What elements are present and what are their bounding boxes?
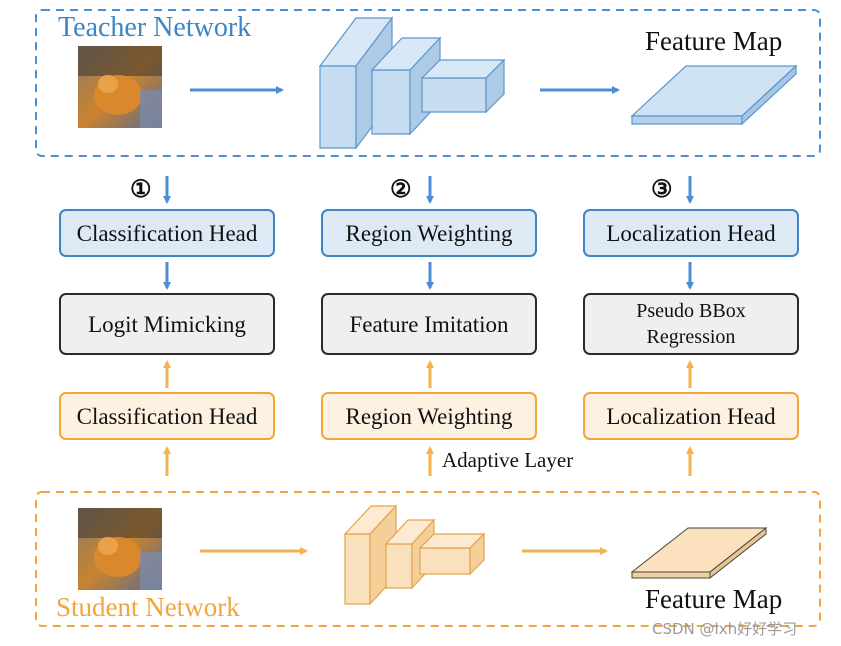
logit-mimicking-label: Logit Mimicking [88, 311, 246, 337]
student-localization-head: Localization Head [583, 392, 799, 440]
student-vertical-arrows [163, 360, 694, 476]
teacher-localization-head-label: Localization Head [606, 220, 776, 246]
student-backbone-blocks [343, 504, 486, 606]
teacher-vertical-arrows [163, 176, 694, 290]
teacher-classification-head-label: Classification Head [76, 220, 258, 246]
teacher-network-title: Teacher Network [58, 12, 252, 43]
teacher-backbone-blocks [318, 16, 506, 150]
teacher-localization-head: Localization Head [583, 209, 799, 257]
student-network-title: Student Network [56, 592, 240, 622]
pseudo-bbox-regression-label: Pseudo BBox Regression [636, 300, 746, 348]
student-region-weighting: Region Weighting [321, 392, 537, 440]
student-classification-head: Classification Head [59, 392, 275, 440]
teacher-network-frame [35, 9, 821, 157]
logit-mimicking-box: Logit Mimicking [59, 293, 275, 355]
student-region-weighting-label: Region Weighting [345, 403, 513, 429]
student-feature-map [630, 526, 768, 580]
student-network-frame [35, 491, 821, 627]
teacher-feature-map-label: Feature Map [645, 26, 783, 56]
student-classification-head-label: Classification Head [76, 403, 258, 429]
teacher-region-weighting: Region Weighting [321, 209, 537, 257]
adaptive-layer-label: Adaptive Layer [442, 448, 574, 472]
branch-number-1: ① [130, 177, 152, 203]
teacher-feature-map [630, 64, 798, 126]
teacher-classification-head: Classification Head [59, 209, 275, 257]
student-localization-head-label: Localization Head [606, 403, 776, 429]
teacher-input-image [78, 46, 162, 128]
student-input-image [78, 508, 162, 590]
teacher-region-weighting-label: Region Weighting [345, 220, 513, 246]
feature-imitation-label: Feature Imitation [349, 311, 509, 337]
branch-number-2: ② [390, 177, 412, 203]
student-feature-map-label: Feature Map [645, 584, 783, 614]
csdn-watermark: CSDN @lxh好好学习 [652, 620, 798, 638]
feature-imitation-box: Feature Imitation [321, 293, 537, 355]
branch-number-3: ③ [651, 177, 673, 203]
pseudo-bbox-regression-box: Pseudo BBox Regression [583, 293, 799, 355]
